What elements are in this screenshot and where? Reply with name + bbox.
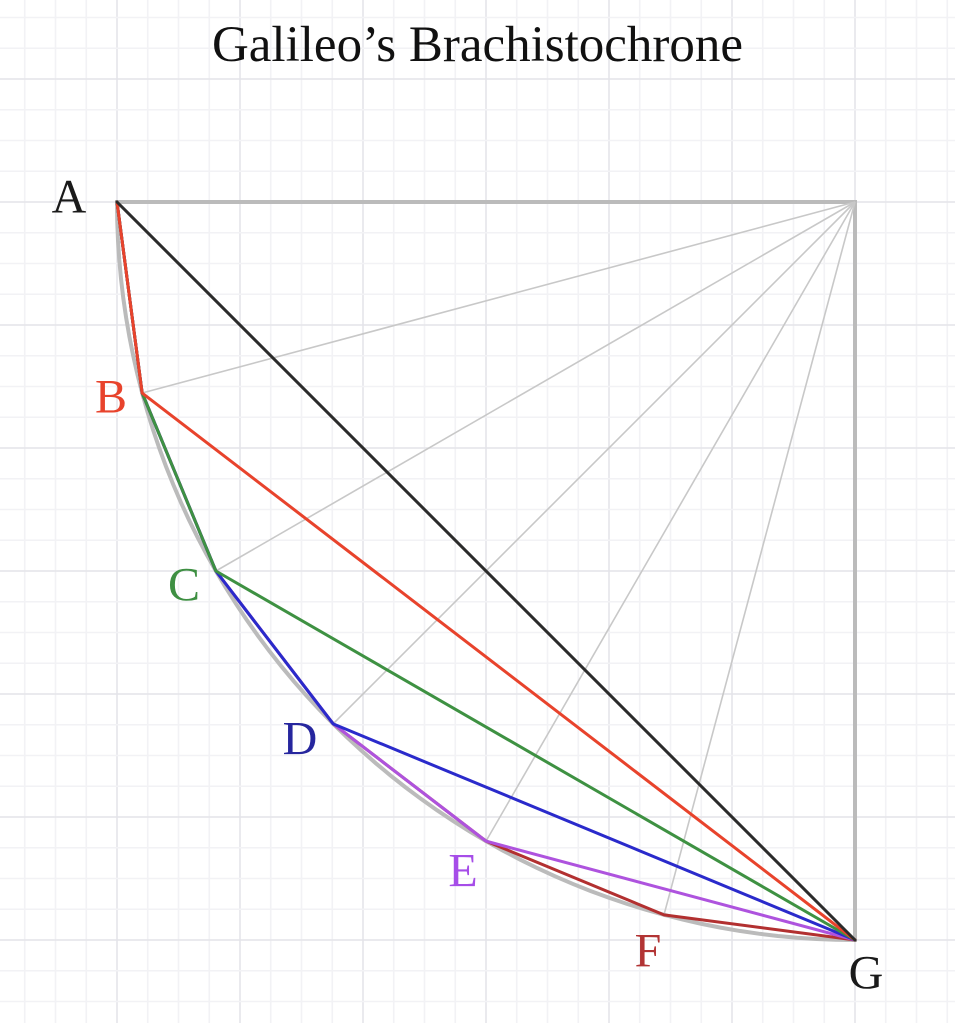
point-label-D: D (283, 713, 318, 766)
construction-ray-C (215, 201, 856, 572)
path-direct-AG (115, 200, 857, 942)
point-label-E: E (448, 845, 477, 898)
point-label-C: C (168, 559, 200, 612)
construction-ray-E (485, 201, 856, 842)
path-one-chord (115, 200, 857, 942)
construction-ray-F (663, 201, 856, 916)
point-label-F: F (635, 925, 662, 978)
point-label-A: A (52, 171, 87, 224)
figure-title: Galileo’s Brachistochrone (211, 17, 744, 73)
construction-ray-B (141, 201, 856, 394)
construction-ray-D (332, 201, 856, 725)
point-label-B: B (95, 371, 127, 424)
point-label-G: G (849, 947, 884, 1000)
